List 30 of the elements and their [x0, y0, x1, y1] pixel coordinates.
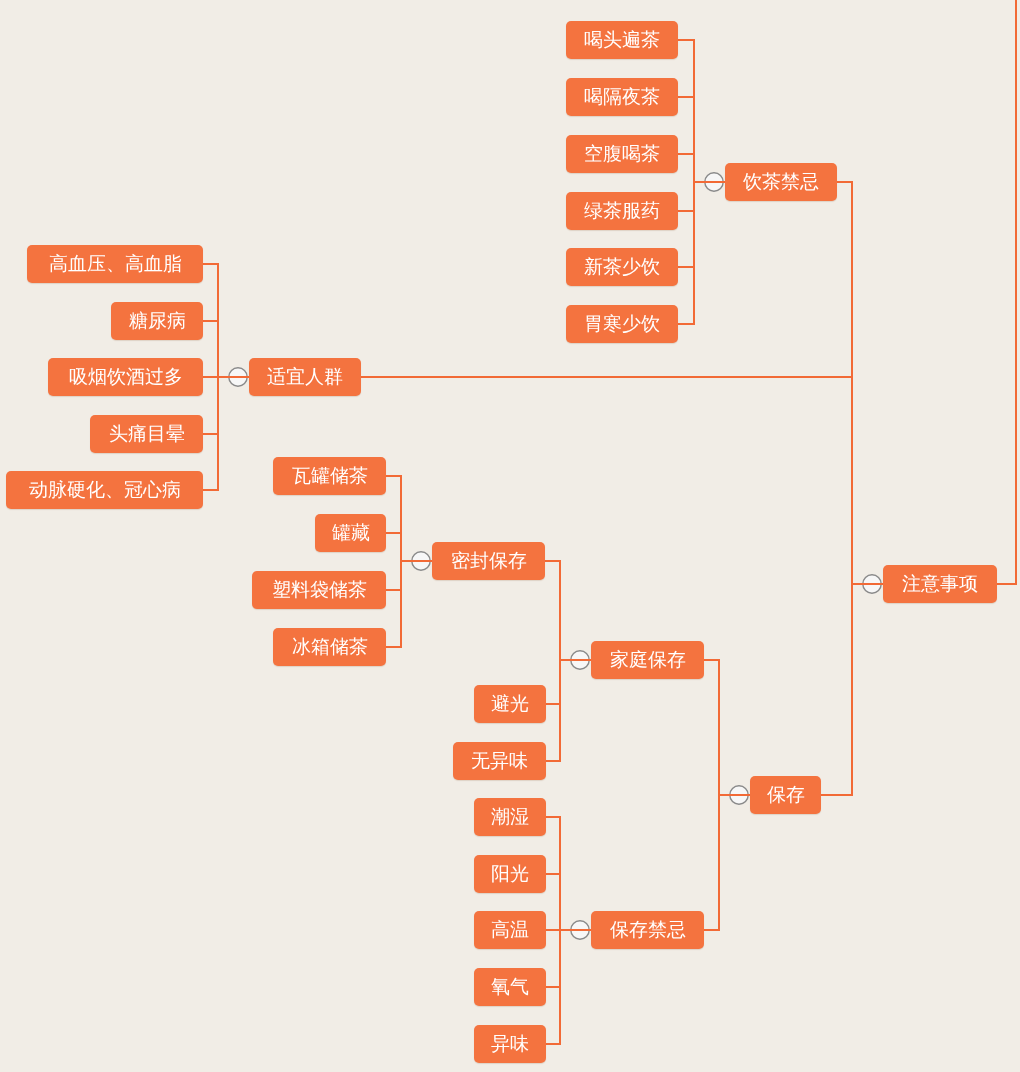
topic-box: 阳光: [474, 855, 546, 893]
topic-box: 注意事项: [883, 565, 997, 603]
topic-box: 动脉硬化、冠心病: [6, 471, 203, 509]
topic-box: 密封保存: [432, 542, 545, 580]
topic-box: 喝头遍茶: [566, 21, 678, 59]
topic-box: 饮茶禁忌: [725, 163, 837, 201]
topic-box: 罐藏: [315, 514, 386, 552]
topic-box: 家庭保存: [591, 641, 704, 679]
topic-box: 绿茶服药: [566, 192, 678, 230]
topic-box: 保存禁忌: [591, 911, 704, 949]
topic-box: 高温: [474, 911, 546, 949]
topic-box: 冰箱储茶: [273, 628, 386, 666]
topic-box: 空腹喝茶: [566, 135, 678, 173]
topic-box: 塑料袋储茶: [252, 571, 386, 609]
topic-box: 无异味: [453, 742, 546, 780]
topic-box: 新茶少饮: [566, 248, 678, 286]
topic-box: 高血压、高血脂: [27, 245, 203, 283]
topic-box: 吸烟饮酒过多: [48, 358, 203, 396]
connector-line: [996, 0, 1017, 585]
topic-box: 潮湿: [474, 798, 546, 836]
topic-box: 头痛目晕: [90, 415, 203, 453]
topic-box: 避光: [474, 685, 546, 723]
topic-box: 糖尿病: [111, 302, 203, 340]
topic-box: 喝隔夜茶: [566, 78, 678, 116]
topic-box: 异味: [474, 1025, 546, 1063]
topic-box: 氧气: [474, 968, 546, 1006]
topic-box: 瓦罐储茶: [273, 457, 386, 495]
topic-box: 保存: [750, 776, 821, 814]
topic-box: 胃寒少饮: [566, 305, 678, 343]
topic-box: 适宜人群: [249, 358, 361, 396]
